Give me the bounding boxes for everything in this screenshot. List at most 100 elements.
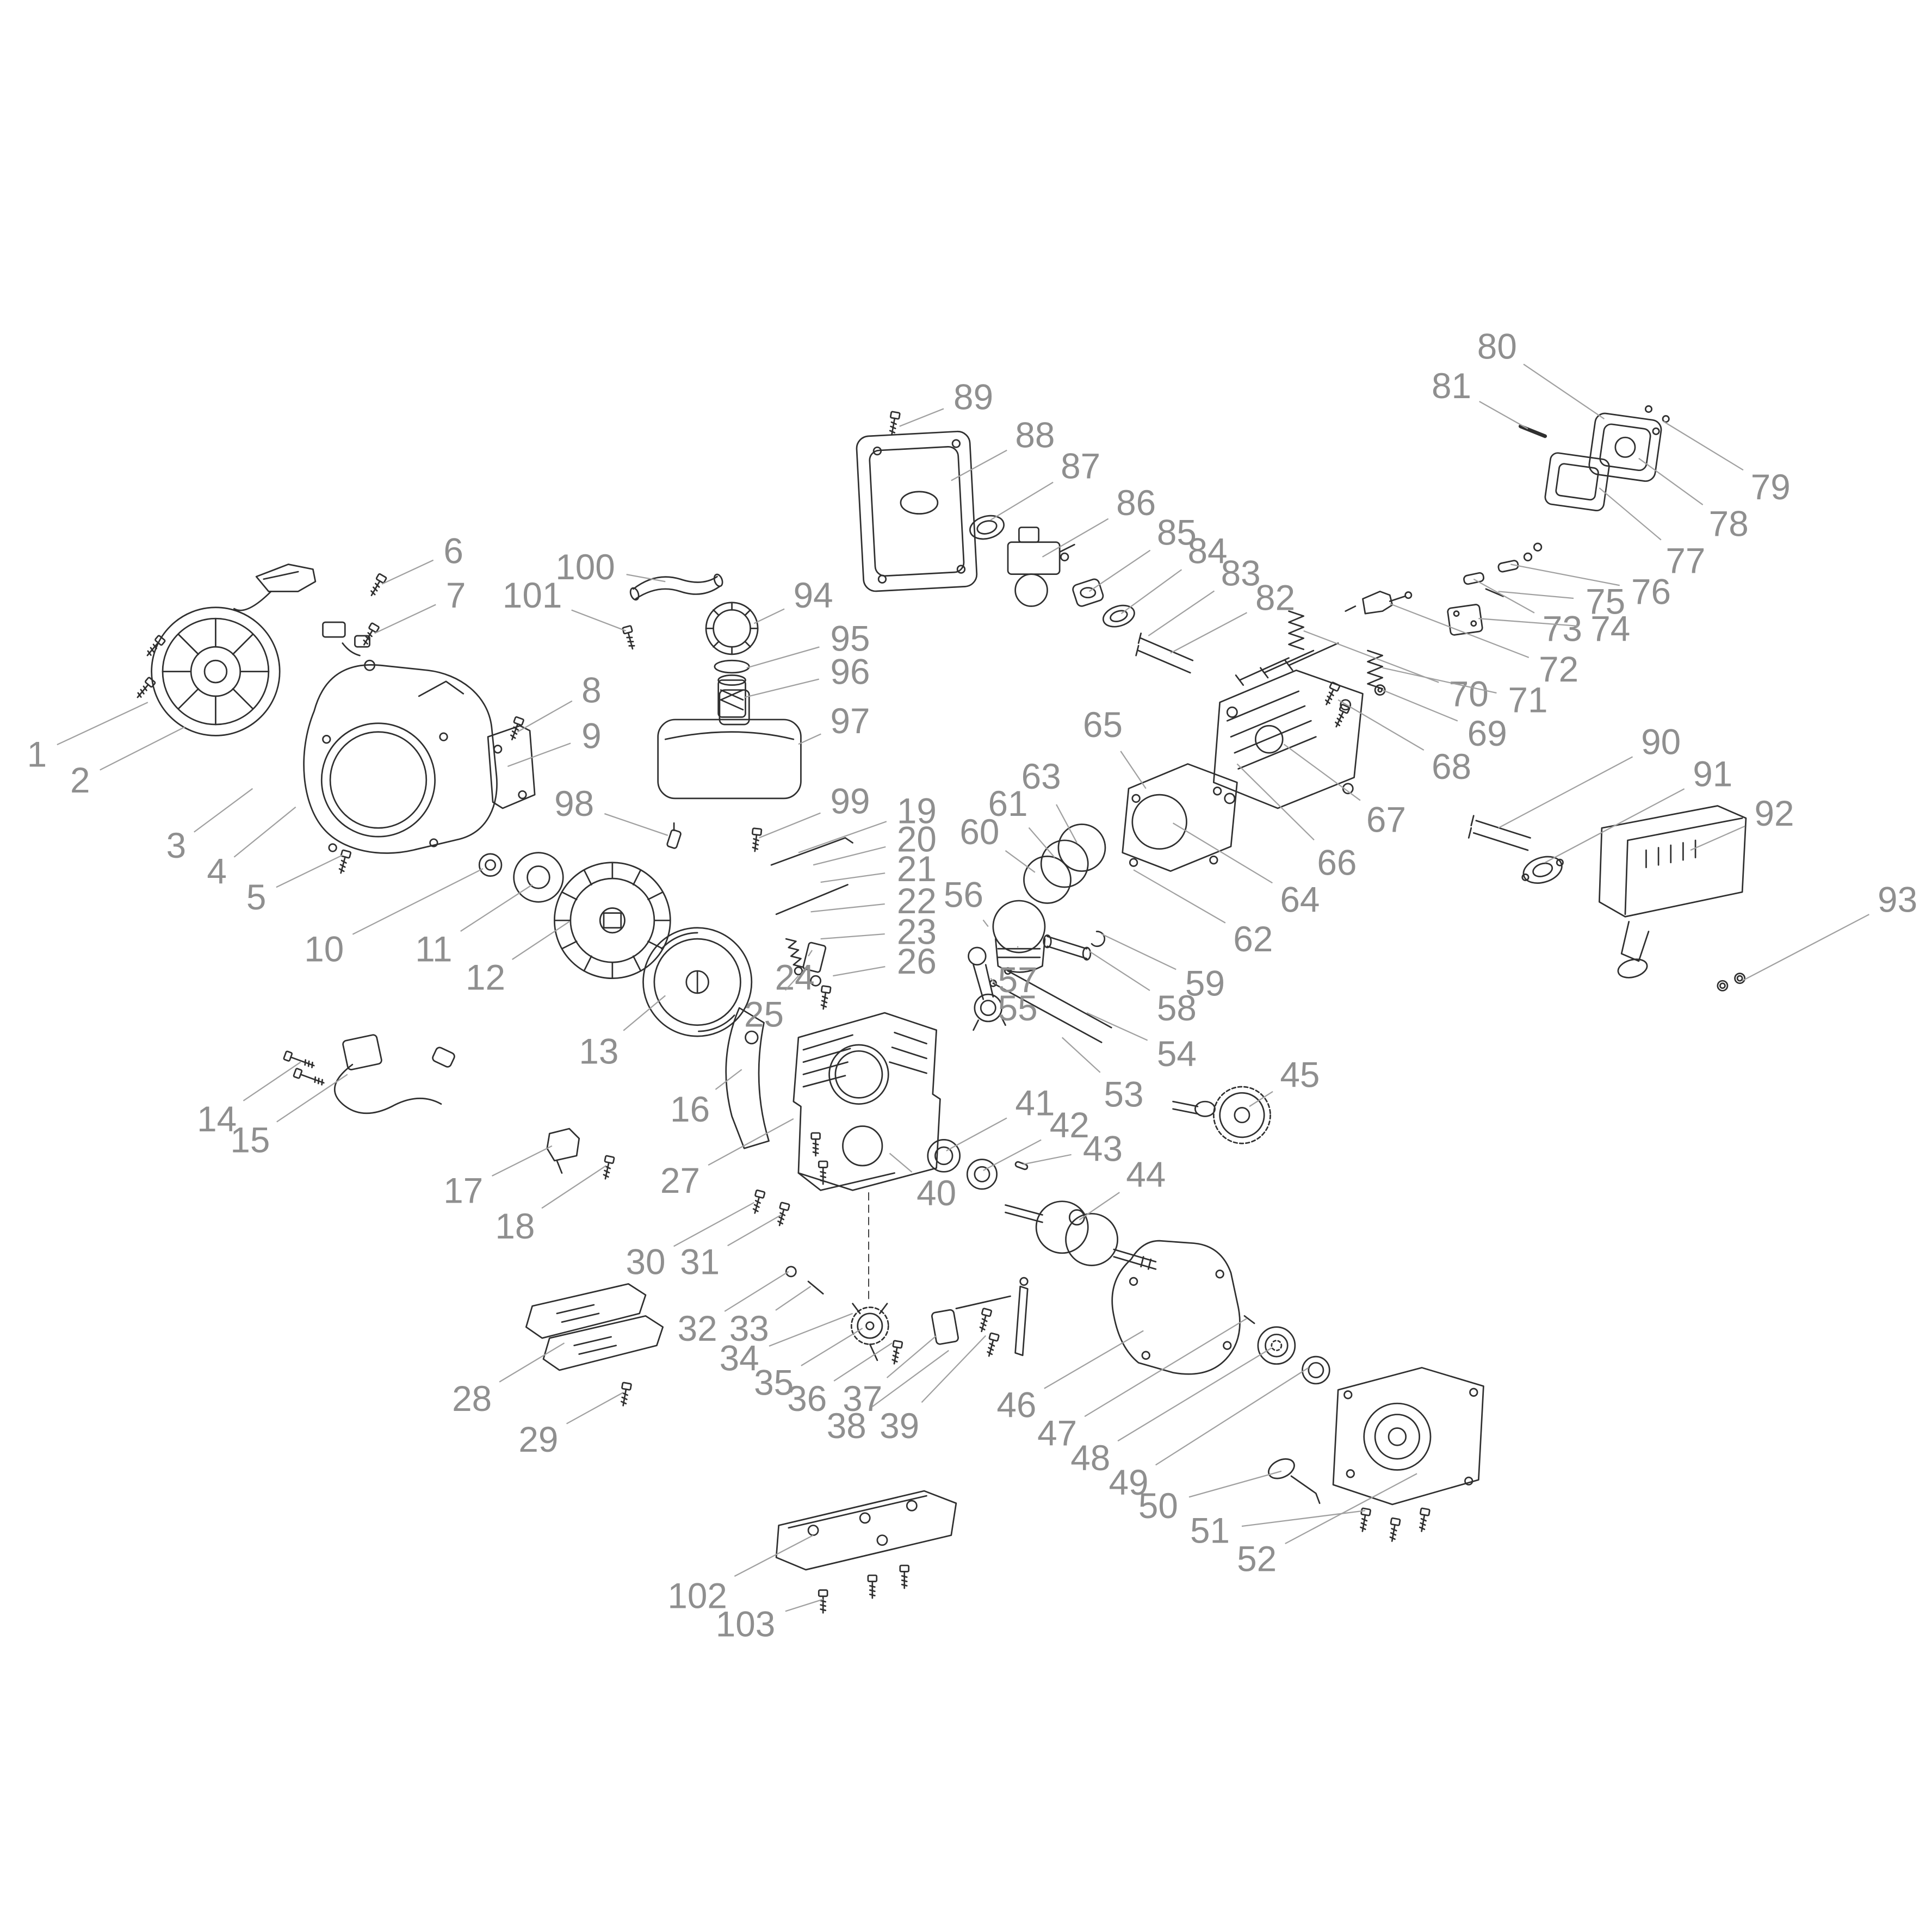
leader-line-61	[1028, 827, 1055, 858]
backing-gasket-drawing	[487, 716, 536, 809]
leader-line-10	[352, 868, 484, 935]
leader-line-89	[899, 408, 944, 427]
head-gasket-drawing	[1122, 763, 1238, 872]
leader-line-16	[715, 1069, 742, 1090]
leader-line-17	[492, 1145, 553, 1177]
ignition-coil-drawing	[282, 1034, 455, 1114]
leader-line-2	[100, 726, 185, 771]
callout-label-93: 93	[1878, 880, 1917, 920]
callout-label-24: 24	[775, 957, 815, 997]
leader-line-42	[983, 1139, 1042, 1172]
callout-label-57: 57	[998, 960, 1038, 1000]
callout-label-2: 2	[70, 760, 90, 800]
leader-line-71	[1382, 667, 1497, 694]
push-rods-drawing	[989, 967, 1112, 1043]
leader-line-31	[727, 1214, 782, 1247]
leader-line-35	[801, 1328, 863, 1366]
callout-label-25: 25	[744, 994, 784, 1034]
callout-label-59: 59	[1185, 964, 1225, 1004]
leader-line-83	[1148, 590, 1215, 636]
callout-label-61: 61	[988, 784, 1027, 823]
leader-line-49	[1155, 1367, 1309, 1466]
leader-line-72	[1389, 603, 1530, 658]
leader-line-45	[1249, 1091, 1273, 1107]
leader-line-58	[1088, 950, 1150, 992]
leader-line-18	[541, 1165, 607, 1209]
linkage-drawing	[770, 837, 853, 1011]
valve-parts-drawing	[1288, 542, 1543, 696]
callout-label-15: 15	[230, 1120, 270, 1160]
leader-line-86	[1042, 518, 1109, 558]
callout-label-90: 90	[1641, 722, 1681, 762]
callout-label-69: 69	[1467, 714, 1507, 753]
callout-label-51: 51	[1190, 1511, 1230, 1551]
callout-label-102: 102	[667, 1576, 727, 1616]
leader-line-33	[775, 1286, 812, 1311]
callout-label-47: 47	[1037, 1414, 1077, 1453]
callout-label-27: 27	[660, 1161, 700, 1200]
callout-label-92: 92	[1755, 794, 1794, 833]
leader-line-26	[833, 966, 886, 977]
crankcase-cover-drawing	[1268, 1367, 1484, 1543]
leader-line-64	[1172, 822, 1273, 884]
callout-label-53: 53	[1104, 1075, 1143, 1114]
connecting-rod-drawing	[968, 946, 1006, 1031]
callout-label-23: 23	[897, 912, 937, 952]
leader-line-69	[1382, 689, 1458, 722]
leader-line-90	[1498, 756, 1633, 829]
leader-line-82	[1170, 612, 1248, 654]
callout-label-19: 19	[897, 791, 937, 831]
callout-label-11: 11	[415, 929, 452, 969]
leader-line-36	[833, 1342, 893, 1382]
leader-line-53	[1061, 1037, 1101, 1073]
callout-label-56: 56	[944, 875, 983, 915]
leader-line-23	[820, 933, 885, 940]
leader-line-51	[1241, 1510, 1366, 1527]
callout-label-86: 86	[1116, 483, 1156, 523]
leader-line-38	[872, 1349, 949, 1407]
breather-tube-drawing	[622, 573, 723, 651]
leader-line-37	[886, 1335, 937, 1378]
callout-label-38: 38	[827, 1406, 866, 1446]
leader-line-6	[381, 559, 434, 585]
leader-line-76	[1510, 564, 1620, 586]
callout-label-34: 34	[720, 1338, 759, 1378]
callout-label-55: 55	[998, 988, 1038, 1028]
leader-line-29	[566, 1391, 624, 1425]
leader-line-7	[374, 604, 436, 634]
fan-wheel-drawing	[513, 852, 671, 980]
leader-line-34	[769, 1312, 853, 1347]
leader-line-73	[1473, 578, 1535, 614]
base-plate-drawing	[775, 1490, 957, 1614]
callout-label-99: 99	[831, 781, 870, 821]
leader-line-74	[1478, 618, 1579, 627]
callout-label-48: 48	[1070, 1438, 1110, 1478]
callout-label-70: 70	[1449, 674, 1489, 714]
leader-line-81	[1479, 401, 1528, 430]
leader-line-55	[990, 977, 997, 985]
callout-label-39: 39	[880, 1406, 919, 1446]
callout-label-6: 6	[443, 531, 463, 571]
leader-line-28	[499, 1342, 565, 1383]
leader-line-43	[1022, 1154, 1072, 1165]
callout-label-52: 52	[1237, 1539, 1277, 1579]
callout-label-66: 66	[1317, 843, 1357, 883]
leader-line-39	[921, 1335, 987, 1403]
callout-label-26: 26	[897, 942, 937, 981]
callout-label-32: 32	[678, 1309, 717, 1348]
leader-line-88	[951, 449, 1007, 481]
leader-line-65	[1120, 751, 1147, 789]
leader-line-44	[1079, 1192, 1120, 1221]
governor-drawing	[785, 1266, 903, 1365]
leader-line-66	[1236, 763, 1315, 841]
callout-label-77: 77	[1665, 541, 1705, 581]
intake-plate-drawing	[1518, 405, 1670, 512]
callout-label-4: 4	[207, 852, 227, 891]
callout-label-80: 80	[1477, 327, 1517, 367]
callout-label-63: 63	[1021, 757, 1061, 796]
starter-pawl-drawing	[322, 573, 388, 671]
callout-label-45: 45	[1280, 1055, 1320, 1094]
recoil-starter-drawing	[133, 564, 317, 736]
